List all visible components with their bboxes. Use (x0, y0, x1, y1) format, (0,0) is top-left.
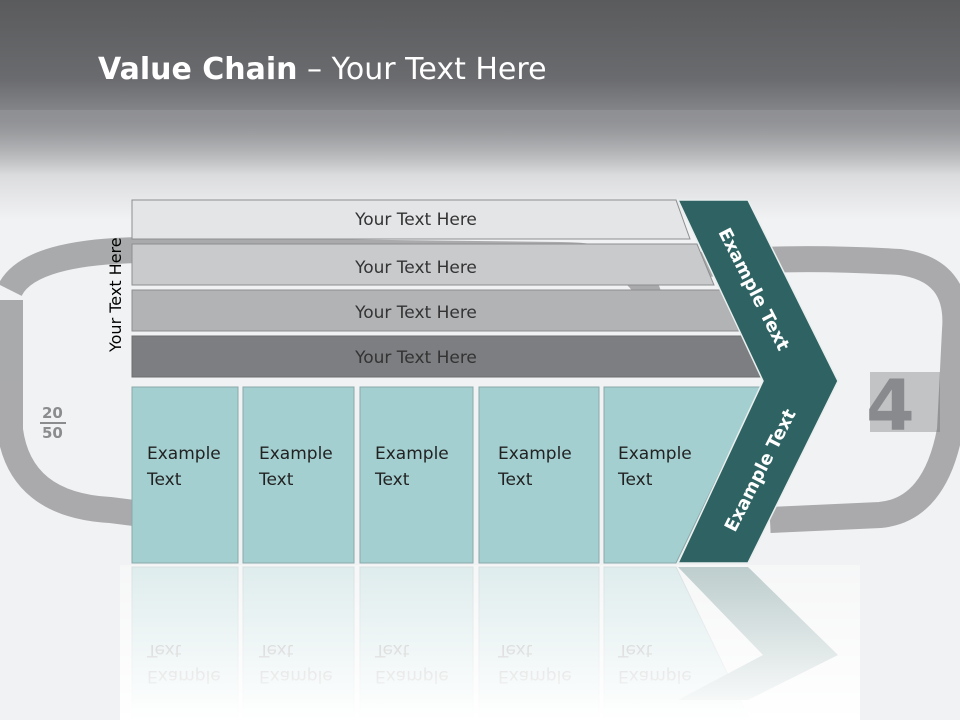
box-label-line2: Text (617, 470, 653, 490)
primary-box-2: Example Text (242, 386, 355, 564)
primary-box-4: Example Text (478, 386, 600, 564)
support-row-label: Your Text Here (354, 348, 477, 368)
box-label-line2: Text (374, 470, 410, 490)
reflection-fade (120, 565, 860, 720)
bg-big-digit: 4 (866, 365, 915, 447)
support-row-4: Your Text Here (131, 335, 764, 378)
support-row-2: Your Text Here (131, 243, 715, 286)
support-row-1: Your Text Here (131, 199, 691, 240)
primary-box-1: Example Text (131, 386, 239, 564)
side-vertical-label: Your Text Here (106, 237, 125, 353)
title-rest: – Your Text Here (297, 52, 547, 87)
support-row-3: Your Text Here (131, 289, 740, 332)
box-label-line1: Example (147, 444, 221, 464)
primary-box-3: Example Text (359, 386, 474, 564)
box-label-line1: Example (618, 444, 692, 464)
box-label-line2: Text (146, 470, 182, 490)
slide-title: Value Chain – Your Text Here (98, 52, 547, 87)
box-label-line1: Example (259, 444, 333, 464)
support-row-label: Your Text Here (354, 258, 477, 278)
bg-fraction-top: 20 (42, 404, 63, 422)
support-row-label: Your Text Here (354, 210, 477, 230)
title-bold: Value Chain (98, 52, 298, 87)
primary-box-5: Example Text (603, 386, 762, 564)
box-label-line1: Example (375, 444, 449, 464)
bg-fraction-bottom: 50 (42, 424, 63, 442)
support-row-label: Your Text Here (354, 303, 477, 323)
box-label-line2: Text (258, 470, 294, 490)
box-label-line1: Example (498, 444, 572, 464)
box-label-line2: Text (497, 470, 533, 490)
